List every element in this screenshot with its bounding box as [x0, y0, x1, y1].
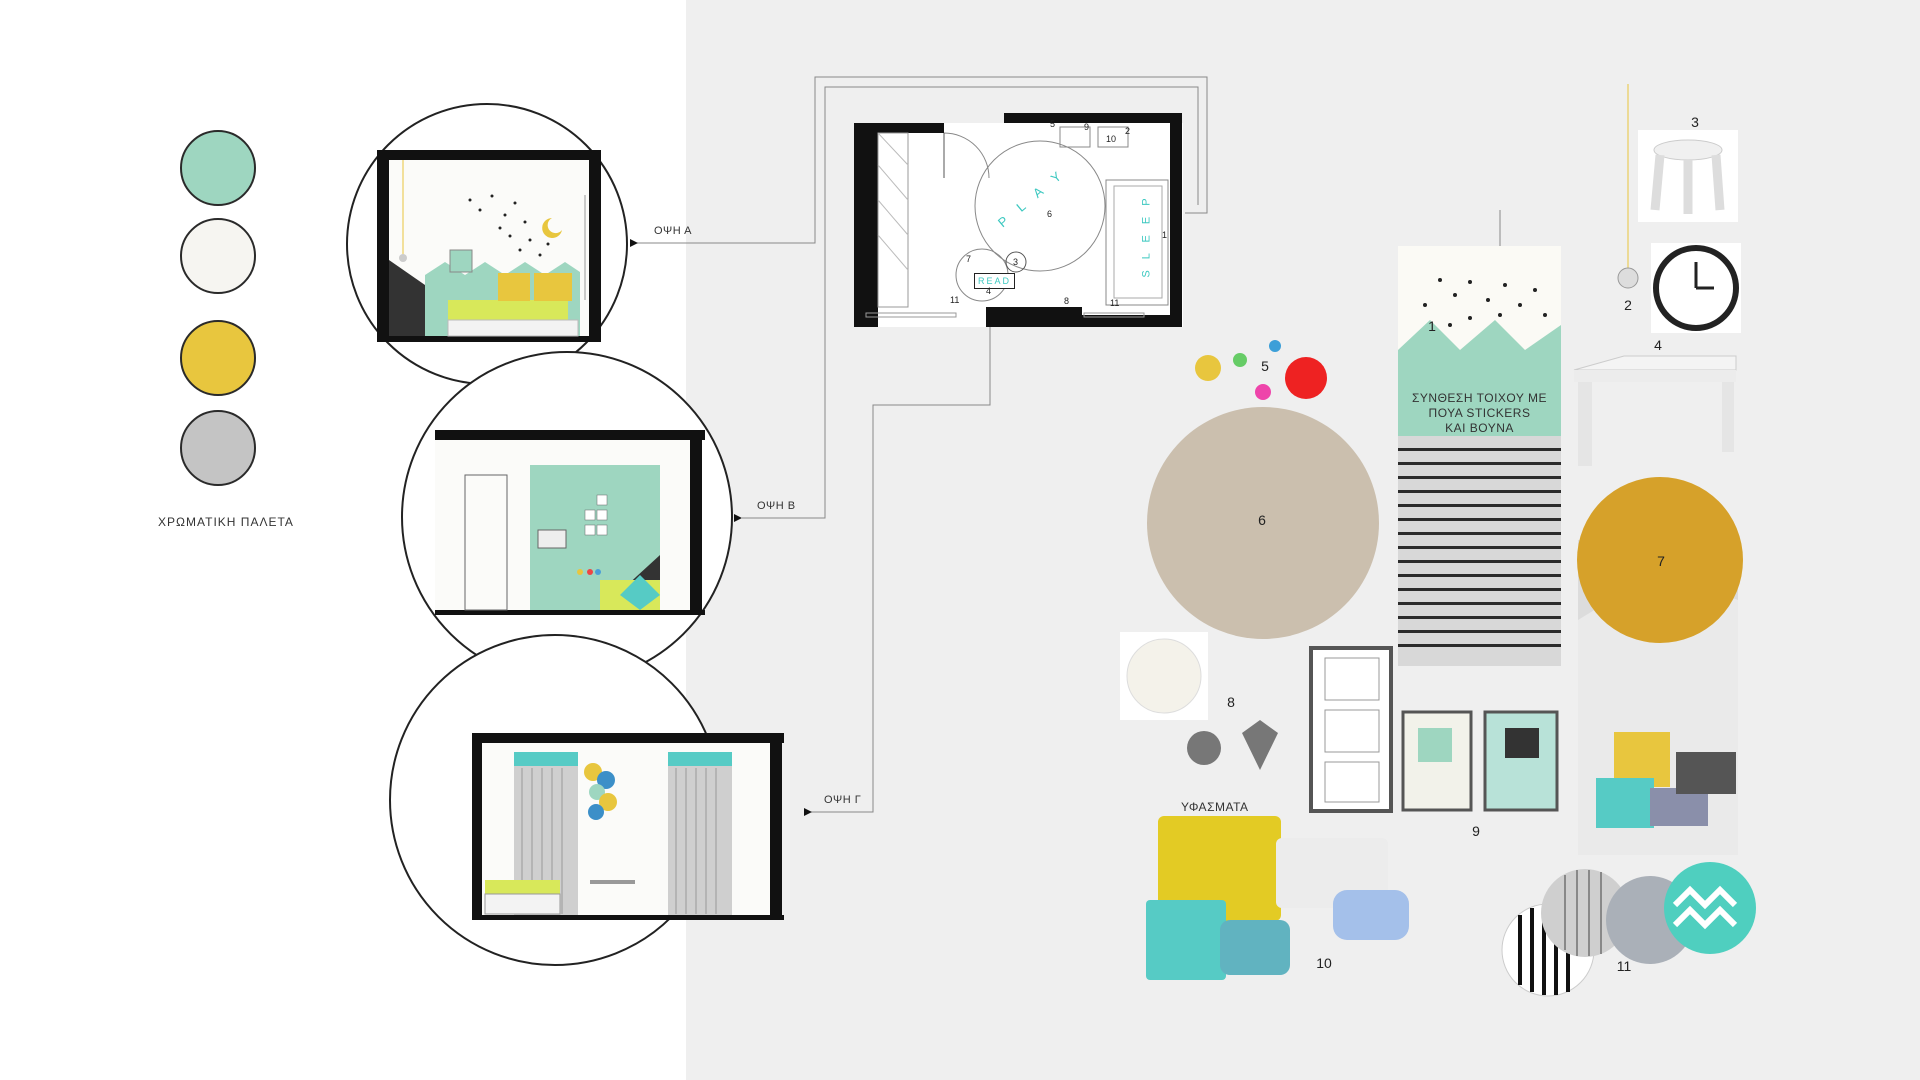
plan-number-10: 10	[1106, 134, 1117, 144]
palette-swatch-white	[180, 218, 256, 294]
plan-number-6: 6	[1047, 209, 1053, 219]
item-number-10: 10	[1316, 955, 1332, 971]
beige-rug	[1147, 407, 1379, 639]
view-a-circle	[346, 103, 628, 385]
yellow-cushion	[1158, 816, 1281, 921]
plan-number-5: 5	[1050, 119, 1056, 129]
moon-lamp	[1498, 143, 1536, 201]
wall-caption: ΣΥΝΘΕΣΗ ΤΟΙΧΟΥ ΜΕ ΠΟΥΑ STICKERS ΚΑΙ ΒΟΥΝ…	[1398, 391, 1561, 436]
item-number-9: 9	[1472, 823, 1480, 839]
item-number-2: 2	[1624, 297, 1632, 313]
plan-number-8: 8	[1064, 296, 1070, 306]
item-number-4: 4	[1654, 337, 1662, 353]
plan-number-2: 2	[1125, 126, 1131, 136]
palette-label: ΧΡΩΜΑΤΙΚΗ ΠΑΛΕΤΑ	[158, 515, 294, 529]
wall-caption-line2: ΠΟΥΑ STICKERS	[1428, 406, 1531, 420]
fabrics-label: ΥΦΑΣΜΑΤΑ	[1181, 800, 1249, 814]
plan-sleep-label: S L E E P	[1140, 194, 1153, 278]
plan-read-label: READ	[974, 273, 1016, 289]
plan-number-11b: 11	[1110, 298, 1120, 308]
plan-number-1: 1	[1162, 230, 1168, 240]
mustard-rug	[1577, 477, 1743, 643]
plan-number-9: 9	[1084, 122, 1090, 132]
item-number-6: 6	[1258, 512, 1266, 528]
view-a-label: ΟΨΗ Α	[654, 225, 692, 237]
plan-number-4: 4	[986, 286, 992, 296]
plan-number-11a: 11	[950, 295, 960, 305]
wall-caption-line1: ΣΥΝΘΕΣΗ ΤΟΙΧΟΥ ΜΕ	[1412, 391, 1547, 405]
plan-number-7: 7	[966, 254, 972, 264]
wall-caption-line3: ΚΑΙ ΒΟΥΝΑ	[1445, 421, 1514, 435]
item-number-11: 11	[1616, 958, 1632, 974]
palette-swatch-yellow	[180, 320, 256, 396]
plan-number-3: 3	[1013, 257, 1019, 267]
palette-swatch-mint	[180, 130, 256, 206]
view-c-circle	[389, 634, 784, 966]
view-c-label: ΟΨΗ Γ	[824, 794, 862, 806]
view-b-circle	[401, 351, 733, 683]
item-number-1: 1	[1428, 318, 1436, 334]
item-number-8: 8	[1227, 694, 1235, 710]
floor-plan	[854, 113, 1183, 327]
palette-swatch-grey	[180, 410, 256, 486]
item-number-5: 5	[1261, 358, 1269, 374]
item-number-7: 7	[1657, 553, 1665, 569]
view-b-label: ΟΨΗ Β	[757, 500, 796, 512]
item-number-3: 3	[1691, 114, 1699, 130]
